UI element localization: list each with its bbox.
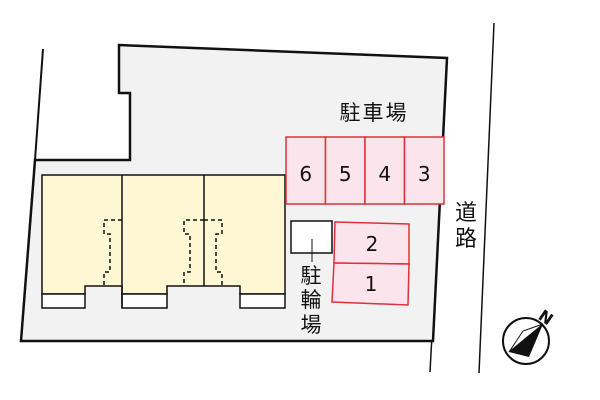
balcony-unit-2 [121, 293, 168, 309]
parking-space-6 [285, 136, 327, 205]
parking-number: 3 [418, 162, 431, 186]
bicycle-parking-label: 輪 [301, 288, 322, 312]
staircase-outline [103, 219, 223, 286]
parking-number: 5 [339, 162, 352, 186]
parking-space-5 [324, 136, 366, 205]
parking-number: 1 [365, 272, 378, 296]
road-edge-right [478, 22, 495, 374]
bicycle-parking-label: 駐 [301, 264, 322, 288]
parking-column-side: 2 1 [331, 221, 410, 306]
parking-space-4 [364, 136, 406, 205]
balcony-unit-1 [41, 293, 86, 309]
car-parking-label: 駐車場 [340, 101, 409, 125]
bicycle-parking-label: 場 [301, 313, 322, 337]
apartment-building [41, 174, 286, 309]
north-compass-icon: N [502, 306, 557, 365]
boundary-line-left [34, 48, 44, 161]
parking-space-3 [403, 136, 445, 205]
parking-row-top: 6 5 4 3 [285, 136, 445, 205]
parking-number: 2 [366, 232, 379, 256]
road-label: 路 [455, 227, 477, 252]
parking-space-1 [331, 262, 410, 306]
road-label: 道 [455, 201, 477, 226]
balcony-unit-3 [239, 293, 286, 309]
parking-number: 6 [299, 162, 312, 186]
parking-number: 4 [378, 162, 391, 186]
